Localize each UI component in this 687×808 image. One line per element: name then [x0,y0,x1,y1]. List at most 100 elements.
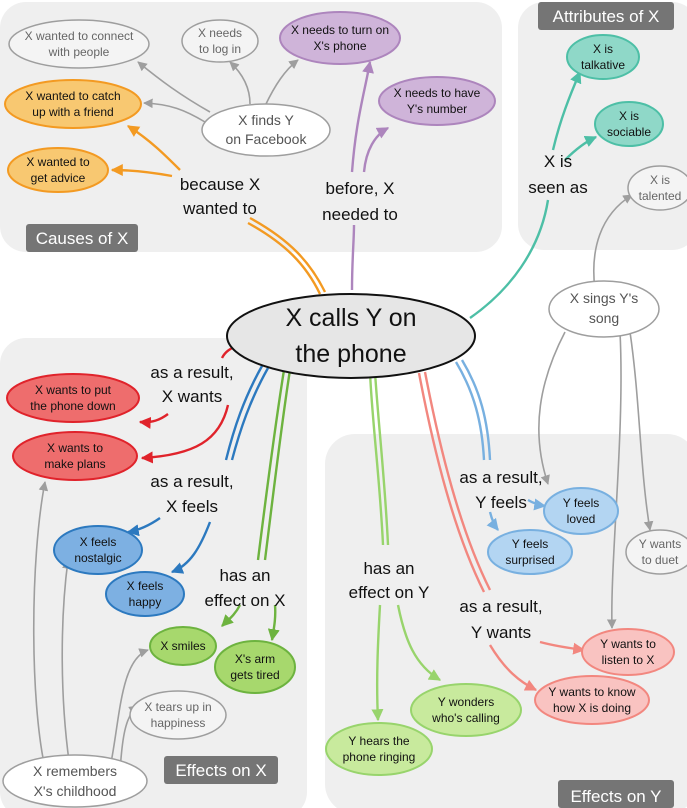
svg-text:surprised: surprised [505,553,554,567]
svg-text:get advice: get advice [31,171,86,185]
rel-yfeels-1: as a result, [459,468,542,487]
effects-y-tag: Effects on Y [558,780,674,808]
svg-text:who's calling: who's calling [431,711,500,725]
node-put-phone-down: X wants to put the phone down [6,373,140,423]
node-finds-y: X finds Y on Facebook [201,103,331,157]
svg-text:happy: happy [129,595,162,609]
svg-text:on Facebook: on Facebook [226,131,308,147]
svg-text:sociable: sociable [607,125,651,139]
svg-text:gets tired: gets tired [230,668,279,682]
edge-xfeels-main-2 [224,365,264,461]
node-listen: Y wants to listen to X [581,628,675,676]
svg-text:X needs to turn on: X needs to turn on [291,23,389,37]
svg-text:talkative: talkative [581,58,625,72]
edge-before-to-turnon [350,60,374,173]
edge-before-to-number [362,126,390,173]
node-sociable: X is sociable [594,101,664,147]
effects-x-tag: Effects on X [164,756,278,784]
edge-effectx-to-armtired [267,604,280,642]
edge-finds-to-login [229,61,251,105]
rel-xfeels-1: as a result, [150,472,233,491]
edge-effectx-to-smiles [221,604,242,627]
node-connect: X wanted to connect with people [8,19,150,69]
effects-y-tag-label: Effects on Y [570,787,661,806]
svg-text:the phone down: the phone down [30,399,115,413]
node-how-doing: Y wants to know how X is doing [534,675,650,725]
node-feels-loved: Y feels loved [543,487,619,535]
edge-ywants-to-howdoing [488,644,538,692]
node-arm-tired: X's arm gets tired [214,640,296,694]
rel-effectx-2: effect on X [205,591,286,610]
rel-seenas-1: X is [544,152,572,171]
node-talkative: X is talkative [566,34,640,80]
edge-xfeels-main [230,367,270,461]
edge-yfeels-main-2 [454,361,486,461]
effects-x-tag-label: Effects on X [175,761,266,780]
node-tears-up: X tears up in happiness [129,690,227,740]
node-remembers: X remembers X's childhood [2,754,148,808]
svg-text:X wanted to: X wanted to [26,155,90,169]
svg-text:up with a friend: up with a friend [32,105,113,119]
attributes-tag: Attributes of X [538,2,674,30]
edge-finds-to-connect [137,61,211,113]
edge-xwants-to-putdown [138,413,169,429]
svg-text:X smiles: X smiles [160,639,205,653]
node-turn-on-phone: X needs to turn on X's phone [279,11,401,65]
edge-effectx-main-2 [256,369,286,561]
node-log-in: X needs to log in [181,19,259,63]
edge-because-main-2 [247,221,322,295]
svg-text:Y wants to know: Y wants to know [548,685,635,699]
edge-xfeels-to-nostalgic [126,517,161,537]
edge-effectx-main [263,369,292,561]
rel-xwants-1: as a result, [150,363,233,382]
center-event-node: X calls Y on the phone [226,293,476,379]
rel-because-2: wanted to [182,199,257,218]
svg-text:loved: loved [567,512,596,526]
edge-effecty-to-wonders [396,604,442,682]
svg-text:X remembers: X remembers [33,763,117,779]
rel-effecty-1: has an [363,559,414,578]
svg-text:nostalgic: nostalgic [74,551,121,565]
node-have-number: X needs to have Y's number [378,76,496,126]
svg-text:X is: X is [650,173,670,187]
edge-because-main [249,216,327,293]
svg-text:Y hears the: Y hears the [348,734,409,748]
edge-yfeels-to-surprised [486,511,499,531]
rel-before-1: before, X [326,179,395,198]
svg-text:happiness: happiness [151,716,206,730]
causes-tag: Causes of X [26,224,138,252]
edge-remembers-to-nostalgic [61,559,72,769]
svg-text:phone ringing: phone ringing [343,750,416,764]
node-catch-up: X wanted to catch up with a friend [4,79,142,129]
node-nostalgic: X feels nostalgic [53,525,143,575]
edge-remembers-to-smiles [109,648,149,769]
rel-xwants-2: X wants [162,387,222,406]
svg-text:to duet: to duet [642,553,679,567]
edge-yfeels-to-loved [527,498,547,511]
svg-text:make plans: make plans [44,457,105,471]
edge-sings-to-loved [538,331,566,485]
svg-text:X wanted to catch: X wanted to catch [25,89,120,103]
svg-text:with people: with people [48,45,110,59]
rel-effectx-1: has an [219,566,270,585]
svg-text:X feels: X feels [127,579,164,593]
edge-seenas-to-sociable [564,135,598,161]
center-line-1: X calls Y on [285,304,416,332]
node-happy: X feels happy [105,571,185,617]
attributes-tag-label: Attributes of X [553,7,660,26]
svg-text:X sings Y's: X sings Y's [570,290,639,306]
node-make-plans: X wants to make plans [12,431,138,481]
svg-text:X's phone: X's phone [314,39,367,53]
node-wonders: Y wonders who's calling [410,683,522,737]
svg-text:Y feels: Y feels [512,537,548,551]
rel-yfeels-2: Y feels [475,493,527,512]
svg-text:X needs: X needs [198,26,242,40]
edge-sings-to-listen [606,331,622,629]
node-wants-duet: Y wants to duet [625,529,687,575]
svg-text:X needs to have: X needs to have [394,86,481,100]
edge-ywants-main-2 [417,372,486,593]
edge-yfeels-main [460,359,492,461]
node-smiles: X smiles [149,626,217,666]
edge-sings-to-talented [593,194,633,291]
